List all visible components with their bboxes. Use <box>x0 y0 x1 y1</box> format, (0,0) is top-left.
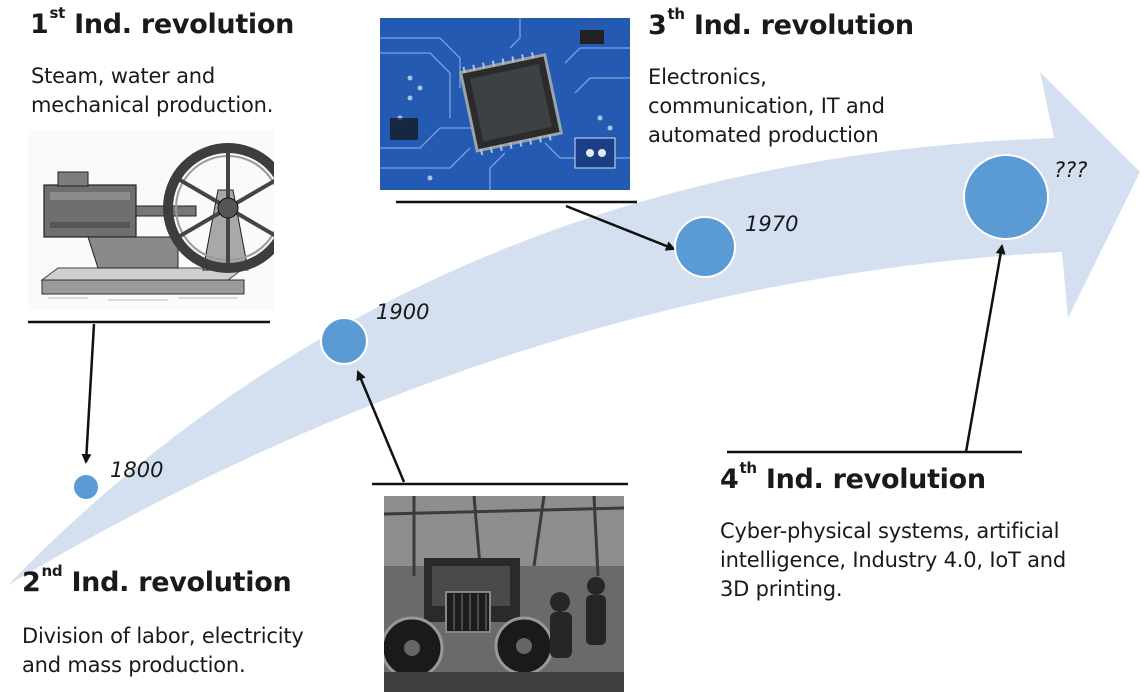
heading-4th-revolution: 4th Ind. revolution <box>720 459 986 496</box>
desc-4th-revolution: Cyber-physical systems, artificial intel… <box>720 519 1067 601</box>
timeline-arrow <box>8 72 1140 585</box>
steam-engine-image <box>28 130 274 310</box>
year-label-1800: 1800 <box>110 458 164 482</box>
connector-4th-to-future <box>964 244 1006 453</box>
desc-2nd-revolution: Division of labor, electricity and mass … <box>22 624 304 677</box>
desc-3rd-revolution: Electronics, communication, IT and autom… <box>648 65 885 147</box>
connector-2nd-to-1900 <box>356 370 406 483</box>
assembly-line-image <box>384 496 624 692</box>
heading-3rd-revolution: 3th Ind. revolution <box>648 5 914 42</box>
year-label-1900: 1900 <box>376 300 430 324</box>
connector-3rd-to-1970 <box>565 204 676 251</box>
year-label-1970: 1970 <box>745 212 799 236</box>
heading-1st-revolution: 1st Ind. revolution <box>30 4 295 41</box>
milestone-1800 <box>72 473 100 501</box>
milestone-1900 <box>320 317 368 365</box>
desc-1st-revolution: Steam, water and mechanical production. <box>31 64 274 117</box>
year-label-future: ??? <box>1054 158 1088 182</box>
milestone-future <box>963 154 1049 240</box>
connector-1st-to-1800 <box>81 323 96 464</box>
milestone-1970 <box>674 216 736 278</box>
heading-2nd-revolution: 2nd Ind. revolution <box>22 562 292 599</box>
circuit-board-image <box>380 18 630 190</box>
